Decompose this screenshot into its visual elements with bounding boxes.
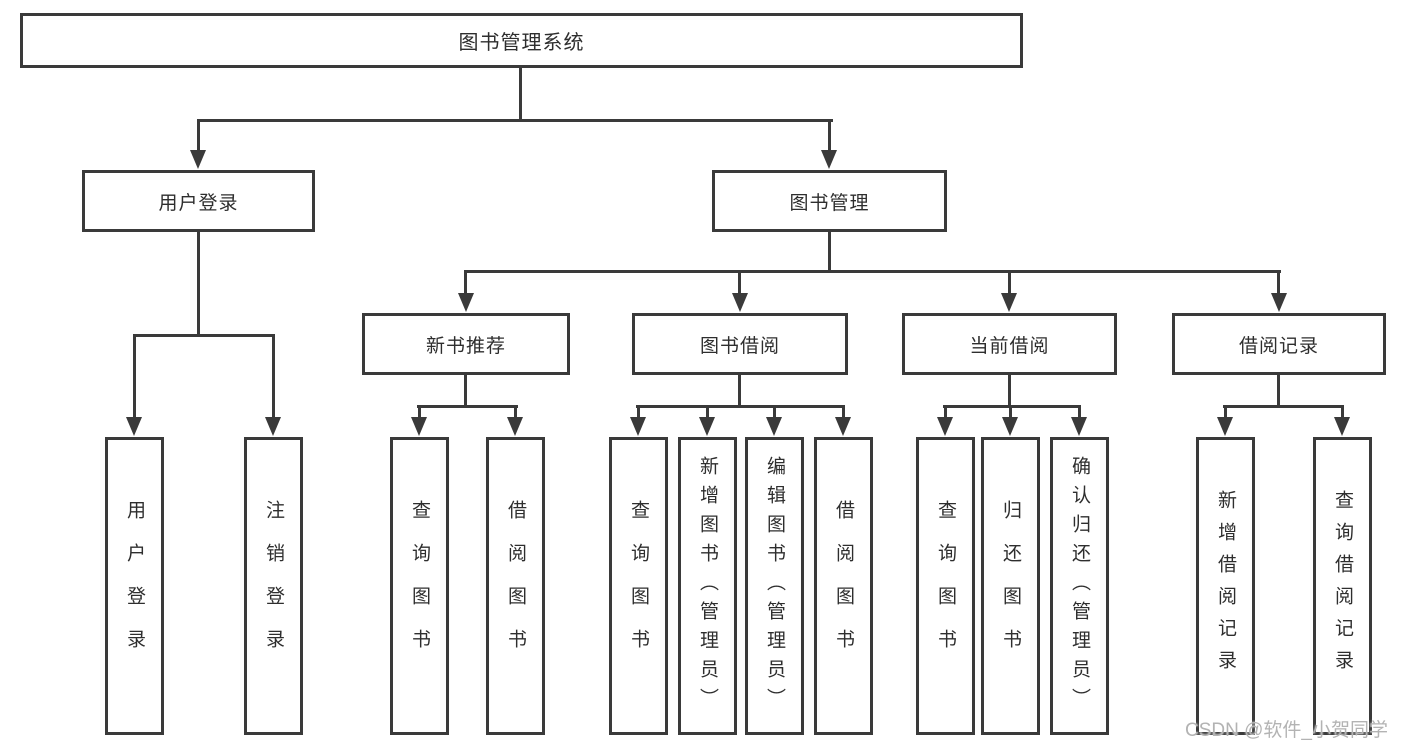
- connector-stem-borrow-record: [1277, 270, 1280, 295]
- node-current-borrowing: 当前借阅: [902, 313, 1117, 375]
- connector-newbook-split: [417, 405, 518, 408]
- connector-stem: [514, 405, 517, 418]
- connector-currentborrow-split: [943, 405, 1081, 408]
- leaf-label: 查询图书: [935, 500, 956, 672]
- arrowhead: [411, 417, 427, 436]
- connector-stem: [944, 405, 947, 418]
- arrowhead-leaf-logout: [265, 417, 281, 436]
- leaf-query-borrow-record: 查询借阅记录: [1313, 437, 1372, 735]
- leaf-add-borrow-record: 新增借阅记录: [1196, 437, 1255, 735]
- connector-stem-new-book: [464, 270, 467, 295]
- arrowhead-book-mgmt: [821, 150, 837, 169]
- connector-userlogin-drop: [197, 232, 200, 336]
- connector-stem: [1009, 405, 1012, 418]
- leaf-query-books-borrowing: 查询图书: [609, 437, 668, 735]
- leaf-edit-book-admin: 编辑图书（管理员）: [745, 437, 804, 735]
- arrowhead: [1071, 417, 1087, 436]
- connector-stem-current-borrow: [1008, 270, 1011, 295]
- connector-stem: [773, 405, 776, 418]
- connector-currentborrow-drop: [1008, 375, 1011, 407]
- connector-stem: [1341, 405, 1344, 418]
- node-user-login: 用户登录: [82, 170, 315, 232]
- connector-root-split: [197, 119, 833, 122]
- arrowhead: [835, 417, 851, 436]
- leaf-query-books-recommend: 查询图书: [390, 437, 449, 735]
- leaf-label: 借阅图书: [505, 500, 526, 672]
- arrowhead: [1217, 417, 1233, 436]
- csdn-watermark: CSDN @软件_小贺同学: [1185, 720, 1388, 741]
- node-label: 图书借阅: [699, 335, 780, 357]
- node-borrowing-records: 借阅记录: [1172, 313, 1386, 375]
- arrowhead: [1334, 417, 1350, 436]
- leaf-user-login: 用户登录: [105, 437, 164, 735]
- connector-stem-user-login: [197, 119, 200, 153]
- arrowhead-borrow-record: [1271, 293, 1287, 312]
- connector-newbook-drop: [464, 375, 467, 407]
- connector-stem: [637, 405, 640, 418]
- node-label: 用户登录: [158, 192, 239, 214]
- leaf-logout: 注销登录: [244, 437, 303, 735]
- node-label: 当前借阅: [969, 335, 1050, 357]
- arrowhead-book-borrow: [732, 293, 748, 312]
- leaf-label: 查询借阅记录: [1332, 490, 1353, 682]
- arrowhead: [766, 417, 782, 436]
- leaf-label: 编辑图书（管理员）: [764, 455, 785, 717]
- node-label: 图书管理: [789, 192, 870, 214]
- leaf-borrow-books-recommend: 借阅图书: [486, 437, 545, 735]
- connector-borrowrecord-drop: [1277, 375, 1280, 407]
- arrowhead-leaf-user-login: [126, 417, 142, 436]
- connector-stem: [1078, 405, 1081, 418]
- node-label: 图书管理系统: [458, 32, 585, 54]
- node-library-management-system: 图书管理系统: [20, 13, 1023, 68]
- arrowhead: [507, 417, 523, 436]
- connector-stem: [706, 405, 709, 418]
- node-book-borrowing: 图书借阅: [632, 313, 848, 375]
- node-label: 借阅记录: [1238, 335, 1319, 357]
- node-new-book-recommendation: 新书推荐: [362, 313, 570, 375]
- connector-root-drop: [519, 68, 522, 121]
- arrowhead-current-borrow: [1001, 293, 1017, 312]
- leaf-label: 查询图书: [628, 500, 649, 672]
- connector-bookmgmt-drop: [828, 232, 831, 272]
- arrowhead: [937, 417, 953, 436]
- connector-stem: [842, 405, 845, 418]
- leaf-label: 注销登录: [263, 500, 284, 672]
- leaf-confirm-return-admin: 确认归还（管理员）: [1050, 437, 1109, 735]
- connector-bookborrow-split: [636, 405, 845, 408]
- leaf-label: 查询图书: [409, 500, 430, 672]
- leaf-label: 确认归还（管理员）: [1069, 455, 1090, 717]
- connector-borrowrecord-split: [1223, 405, 1344, 408]
- connector-userlogin-split: [133, 334, 275, 337]
- leaf-label: 借阅图书: [833, 500, 854, 672]
- node-label: 新书推荐: [425, 335, 506, 357]
- leaf-label: 用户登录: [124, 500, 145, 672]
- connector-stem-leaf-logout: [272, 334, 275, 418]
- arrowhead: [1002, 417, 1018, 436]
- leaf-label: 归还图书: [1000, 500, 1021, 672]
- node-book-management: 图书管理: [712, 170, 947, 232]
- leaf-label: 新增图书（管理员）: [697, 455, 718, 717]
- leaf-add-book-admin: 新增图书（管理员）: [678, 437, 737, 735]
- arrowhead-user-login: [190, 150, 206, 169]
- connector-stem-book-mgmt: [828, 119, 831, 153]
- leaf-query-books-current: 查询图书: [916, 437, 975, 735]
- leaf-label: 新增借阅记录: [1215, 490, 1236, 682]
- arrowhead: [699, 417, 715, 436]
- connector-bookborrow-drop: [738, 375, 741, 407]
- leaf-return-books: 归还图书: [981, 437, 1040, 735]
- arrowhead-new-book: [458, 293, 474, 312]
- connector-bookmgmt-split: [464, 270, 1281, 273]
- connector-stem-leaf-user-login: [133, 334, 136, 418]
- leaf-borrow-books: 借阅图书: [814, 437, 873, 735]
- connector-stem-book-borrow: [738, 270, 741, 295]
- connector-stem: [1224, 405, 1227, 418]
- connector-stem: [418, 405, 421, 418]
- arrowhead: [630, 417, 646, 436]
